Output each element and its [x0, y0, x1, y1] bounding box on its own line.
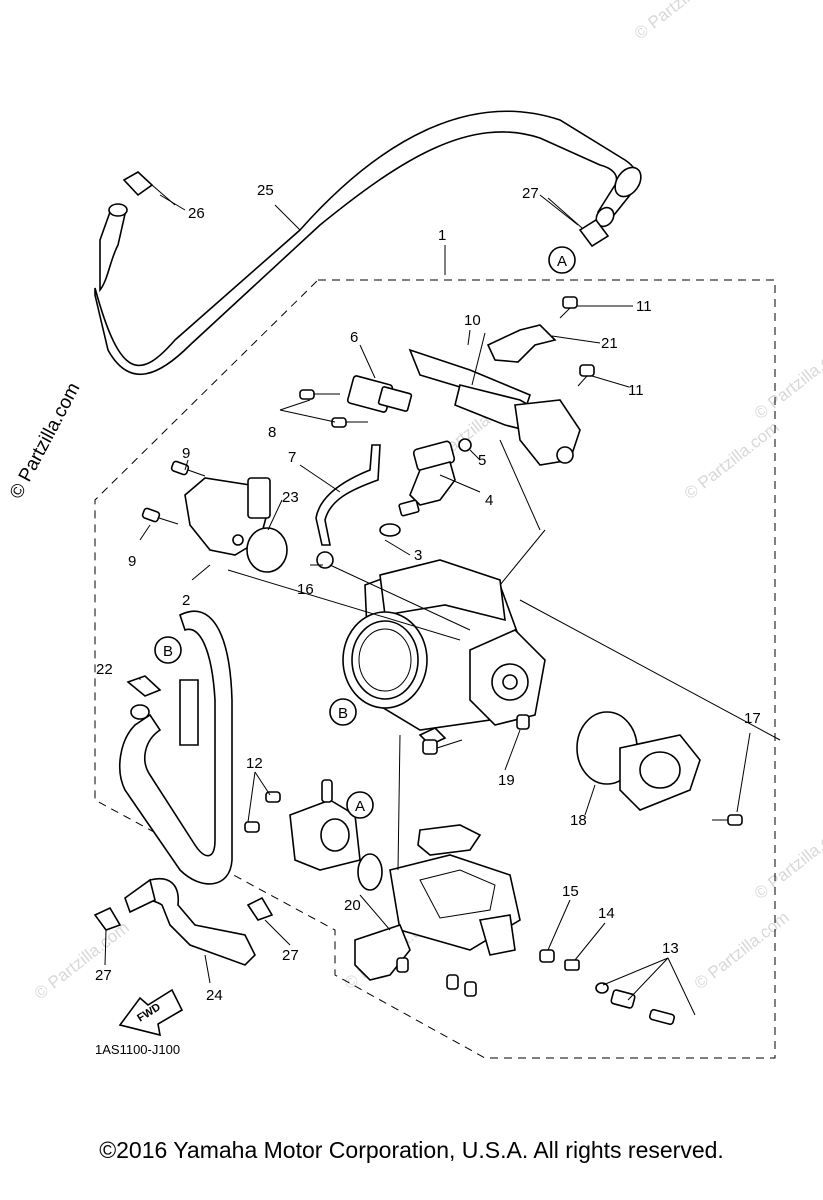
- leader-lines: [104, 194, 781, 1016]
- callout-15: 15: [562, 883, 579, 900]
- screw-lower-b: [446, 974, 459, 990]
- throttle-body: [342, 559, 546, 746]
- callout-17: 17: [744, 710, 761, 727]
- ref-circle-a-top: A: [548, 246, 576, 274]
- fuel-injector: [398, 438, 472, 517]
- gasket: [417, 824, 482, 856]
- watermark-text: © Partzilla.com: [751, 338, 823, 424]
- screw-lower-a: [396, 957, 409, 973]
- hose-clip-27-right: [246, 896, 274, 921]
- callout-23: 23: [282, 489, 299, 506]
- callout-22: 22: [96, 661, 113, 678]
- idle-screw-set-13: [595, 982, 676, 1026]
- screw-9-a: [170, 460, 206, 477]
- callout-5: 5: [478, 452, 486, 469]
- coolant-hose-b: [119, 610, 233, 885]
- diagram-code: 1AS1100-J100: [95, 1042, 180, 1057]
- cover-17: [619, 734, 743, 826]
- callout-9b: 9: [128, 553, 136, 570]
- nut-16: [316, 551, 334, 569]
- washer-14: [564, 959, 580, 971]
- assembly-boundary: [94, 279, 776, 1059]
- watermark-text: © Partzilla.com: [31, 918, 133, 1004]
- ref-circle-a-lower: A: [346, 791, 374, 819]
- screw-8-b: [331, 417, 368, 428]
- watermark-text: © Partzilla.com: [631, 0, 733, 43]
- callout-9a: 9: [182, 445, 190, 462]
- wire-connector-6: [346, 375, 413, 413]
- callout-12: 12: [246, 755, 263, 772]
- watermark-text: © Partzilla.com: [681, 418, 783, 504]
- callout-14: 14: [598, 905, 615, 922]
- screw-11-a: [559, 296, 578, 319]
- callout-16: 16: [297, 581, 314, 598]
- forward-arrow-icon: FWD: [118, 988, 184, 1037]
- injector-bracket: [408, 348, 581, 466]
- screw-11-b: [577, 364, 595, 387]
- callout-11a: 11: [636, 298, 652, 315]
- o-ring-23: [246, 527, 288, 573]
- svg-text:B: B: [163, 643, 173, 660]
- vertical-watermark: © Partzilla.com: [6, 379, 85, 502]
- screw-19: [516, 714, 530, 730]
- callout-7: 7: [288, 449, 296, 466]
- svg-text:B: B: [338, 705, 348, 722]
- callout-labels: 1 2 3 4 5 6 7 8 9 9 10 11 11 12 13 14 15…: [95, 182, 761, 1004]
- callout-13: 13: [662, 940, 679, 957]
- injector-seal-3: [379, 523, 401, 537]
- callout-6: 6: [350, 329, 358, 346]
- callout-19: 19: [498, 772, 515, 789]
- watermark-text: © Partzilla.com: [691, 908, 793, 994]
- callout-27a: 27: [522, 185, 539, 202]
- callout-24: 24: [206, 987, 223, 1004]
- callout-21: 21: [601, 335, 618, 352]
- screw-9-b: [141, 507, 179, 525]
- ref-circle-b-left: B: [154, 636, 182, 664]
- callout-8: 8: [268, 424, 276, 441]
- callout-27c: 27: [282, 947, 299, 964]
- hose-clip-27-top: [547, 197, 610, 248]
- screw-8-a: [299, 389, 340, 400]
- hose-clip-26: [122, 171, 176, 206]
- svg-text:A: A: [557, 253, 567, 270]
- hose-clip-27-left: [93, 906, 122, 931]
- copyright-notice: ©2016 Yamaha Motor Corporation, U.S.A. A…: [99, 1137, 724, 1163]
- callout-10: 10: [464, 312, 481, 329]
- hose-clip-22: [126, 675, 162, 697]
- svg-text:A: A: [355, 798, 365, 815]
- callout-11b: 11: [628, 382, 644, 399]
- callout-3: 3: [414, 547, 422, 564]
- screw-lower-c: [464, 981, 477, 997]
- spring-15: [539, 949, 555, 963]
- o-ring: [357, 853, 383, 891]
- callout-18: 18: [570, 812, 587, 829]
- callout-4: 4: [485, 492, 493, 509]
- callout-1: 1: [438, 227, 446, 244]
- bracket-21: [486, 324, 557, 363]
- watermark-text: © Partzilla.com: [751, 818, 823, 904]
- callout-26: 26: [188, 205, 205, 222]
- coolant-joint-12: [244, 779, 361, 871]
- idle-speed-housing: [389, 854, 521, 956]
- throttle-position-sensor: [184, 477, 271, 556]
- vacuum-hose-7: [315, 444, 381, 546]
- callout-20: 20: [344, 897, 361, 914]
- callout-27b: 27: [95, 967, 112, 984]
- callout-2: 2: [182, 592, 190, 609]
- ref-circle-b-center: B: [329, 698, 357, 726]
- breather-hose-upper: [94, 110, 642, 376]
- coolant-hose-24: [124, 878, 256, 966]
- callout-25: 25: [257, 182, 274, 199]
- throttle-body-bolt: [422, 739, 463, 755]
